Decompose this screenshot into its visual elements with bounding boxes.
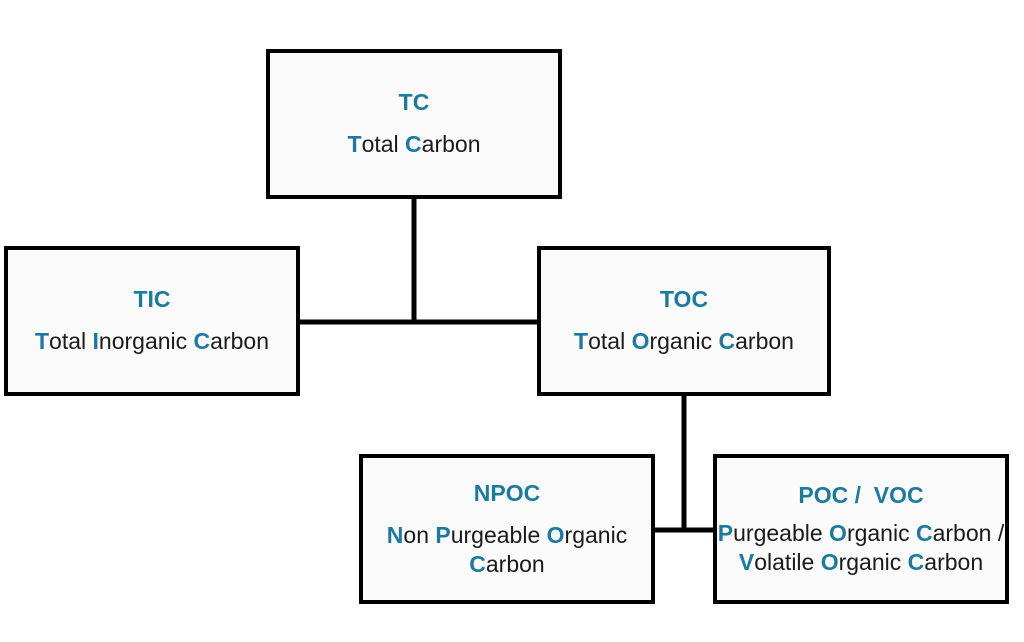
initial-letter: O <box>820 548 839 575</box>
node-npoc-full-name: Non Purgeable Organic Carbon <box>363 521 651 579</box>
word-remainder: olatile <box>754 548 821 575</box>
initial-letter: O <box>829 519 847 546</box>
node-tc: TC Total Carbon <box>266 49 562 199</box>
word-remainder: rganic <box>649 328 719 354</box>
word-remainder: arbon <box>485 550 545 577</box>
initial-letter: O <box>546 521 565 548</box>
initial-letter: O <box>631 328 650 354</box>
word-remainder: rganic <box>846 519 916 546</box>
node-npoc: NPOC Non Purgeable Organic Carbon <box>359 454 655 604</box>
node-tic-abbreviation: TIC <box>133 286 171 312</box>
node-poc-voc-full-name: Purgeable Organic Carbon / Volatile Orga… <box>717 519 1005 577</box>
node-tc-full-name: Total Carbon <box>348 130 481 159</box>
node-tc-abbreviation: TC <box>398 89 430 115</box>
word-remainder: otal <box>588 328 632 354</box>
node-tic-full-name: Total Inorganic Carbon <box>35 327 269 356</box>
word-remainder: urgeable <box>450 521 547 548</box>
word-remainder: otal <box>49 328 93 354</box>
initial-letter: I <box>92 328 99 354</box>
initial-letter: V <box>738 548 755 575</box>
initial-letter: T <box>34 328 50 354</box>
word-remainder: arbon / <box>932 519 1005 546</box>
word-remainder: norganic <box>98 328 194 354</box>
word-remainder: rganic <box>564 521 628 548</box>
node-npoc-abbreviation: NPOC <box>473 479 541 506</box>
initial-letter: T <box>347 131 362 157</box>
word-remainder: rganic <box>838 548 908 575</box>
word-remainder: arbon <box>924 548 984 575</box>
word-remainder: urgeable <box>733 519 830 546</box>
word-remainder: on <box>403 521 436 548</box>
initial-letter: N <box>386 521 404 548</box>
node-toc: TOC Total Organic Carbon <box>537 246 831 396</box>
node-toc-abbreviation: TOC <box>659 286 709 312</box>
initial-letter: T <box>574 328 589 354</box>
initial-letter: P <box>435 521 451 548</box>
word-remainder: arbon <box>210 328 269 354</box>
word-remainder: arbon <box>735 328 794 354</box>
initial-letter: C <box>193 328 211 354</box>
word-remainder: arbon <box>421 131 481 157</box>
initial-letter: C <box>718 328 736 354</box>
word-remainder: otal <box>361 131 406 157</box>
initial-letter: P <box>717 519 734 546</box>
node-tic: TIC Total Inorganic Carbon <box>4 246 300 396</box>
initial-letter: C <box>915 519 933 546</box>
node-toc-full-name: Total Organic Carbon <box>574 327 794 356</box>
node-poc-voc: POC / VOC Purgeable Organic Carbon / Vol… <box>713 454 1009 604</box>
initial-letter: C <box>469 550 486 577</box>
node-poc-voc-abbreviation: POC / VOC <box>798 481 924 508</box>
initial-letter: C <box>907 548 925 575</box>
initial-letter: C <box>405 131 422 157</box>
